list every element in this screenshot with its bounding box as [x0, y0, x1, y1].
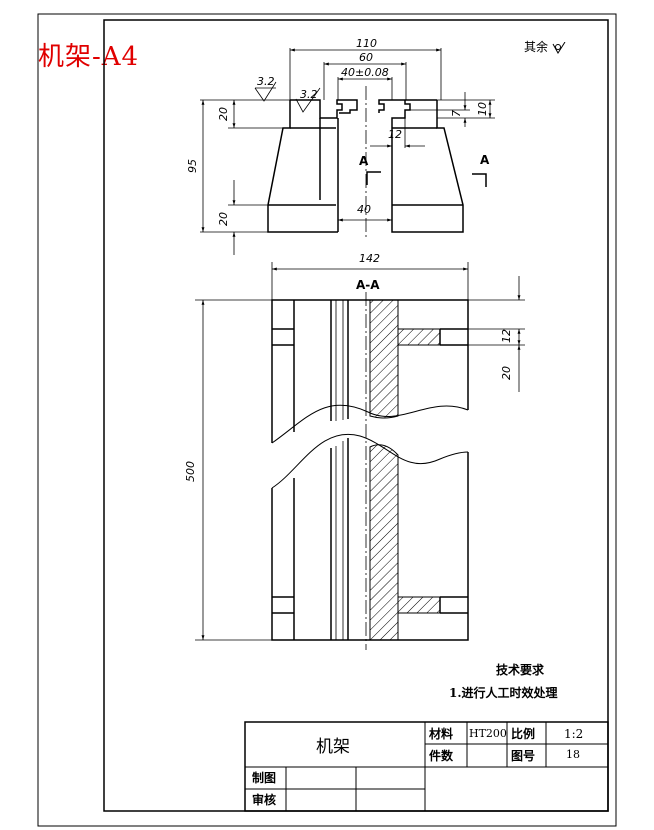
dim-section-20: 20: [500, 366, 513, 380]
checked-label: 审核: [252, 792, 276, 807]
dim-12: 12: [388, 128, 402, 141]
roughness-3-2-a: 3.2: [257, 75, 275, 88]
material-value: HT200: [469, 727, 507, 740]
dim-40: 40: [357, 203, 371, 216]
scale-label: 比例: [511, 726, 535, 741]
dim-500: 500: [184, 461, 197, 482]
roughness-3-2-b: 3.2: [300, 88, 318, 101]
hatched-areas: [369, 299, 441, 641]
dim-60: 60: [359, 51, 373, 64]
surface-note: 其余: [524, 38, 566, 55]
surface-note-label: 其余: [524, 40, 549, 54]
title-block: [244, 721, 609, 812]
dim-section-12: 12: [500, 329, 513, 343]
dim-110: 110: [356, 37, 377, 50]
section-arrows: [366, 171, 487, 187]
tech-req-item-1: 1.进行人工时效处理: [449, 686, 558, 700]
page-title: 机架-A4: [38, 42, 140, 72]
section-view-dimensions: [195, 262, 525, 641]
section-title: A-A: [356, 278, 380, 292]
dim-142: 142: [359, 252, 380, 265]
drawing-no-label: 图号: [511, 748, 535, 763]
dim-95: 95: [186, 159, 199, 173]
part-name: 机架: [316, 737, 350, 757]
material-label: 材料: [428, 726, 453, 741]
dim-10: 10: [476, 102, 489, 116]
section-thin-lines: [335, 300, 344, 640]
tech-req-heading: 技术要求: [496, 663, 545, 677]
dim-20-bottom: 20: [217, 212, 230, 226]
drawing-no-value: 18: [566, 748, 580, 761]
dim-20-top: 20: [217, 107, 230, 121]
section-view: [271, 299, 469, 641]
outer-border: [37, 13, 617, 827]
scale-value: 1:2: [564, 727, 583, 741]
section-mark-left: A: [359, 154, 369, 168]
roughness-icon: [552, 41, 566, 54]
dim-7: 7: [450, 110, 463, 117]
section-mark-right: A: [480, 153, 490, 167]
roughness-marks: [254, 81, 321, 113]
front-dimensions: [200, 48, 495, 255]
drawn-label: 制图: [252, 770, 276, 785]
dim-40-tol: 40±0.08: [341, 66, 389, 79]
quantity-label: 件数: [429, 748, 454, 763]
